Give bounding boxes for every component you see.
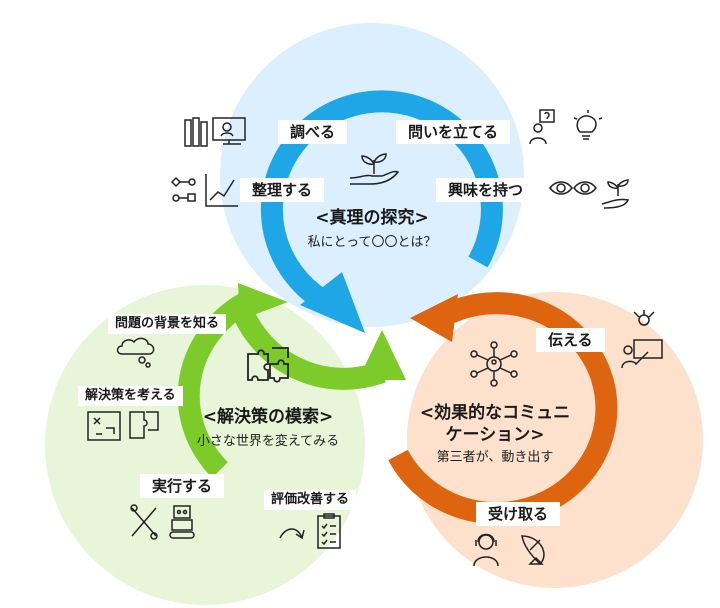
checklist-icon (279, 513, 341, 549)
eyes-plant-icon (549, 179, 629, 209)
plan-map-icon (87, 411, 159, 441)
communication-title-line1: <効果的なコミュニ (419, 403, 571, 423)
step-ask-question: 問いを立てる (396, 120, 511, 144)
thought-cloud-icon (116, 337, 155, 368)
puzzle-icon (247, 347, 289, 383)
step-evaluate-improve: 評価改善する (264, 490, 357, 510)
sprout-hand-icon (349, 153, 400, 185)
step-investigate: 調べる (278, 120, 348, 144)
step-know-background: 問題の背景を知る (108, 314, 227, 334)
flowchart-graph-icon (170, 174, 238, 207)
presentation-icon (621, 310, 663, 369)
step-execute: 実行する (140, 474, 225, 498)
tools-robot-icon (130, 504, 195, 540)
truth-circle (220, 23, 524, 327)
truth-subtitle: 私にとって〇〇とは？ (307, 235, 437, 250)
truth-title: <真理の探究> (315, 208, 429, 228)
solution-title: <解決策の模索> (202, 407, 334, 427)
books-computer-icon (184, 117, 246, 147)
step-take-interest: 興味を持つ (436, 178, 536, 202)
step-organize: 整理する (240, 178, 325, 202)
headset-satellite-icon (473, 533, 545, 567)
communication-title-line2: ケーション> (445, 425, 545, 445)
solution-subtitle: 小さな世界を変えてみる (196, 434, 340, 449)
step-receive: 受け取る (476, 502, 561, 526)
communication-subtitle: 第三者が、動き出す (436, 450, 554, 465)
step-think-solution: 解決策を考える (78, 386, 183, 406)
orange-cycle-arrow (388, 292, 618, 525)
step-convey: 伝える (536, 328, 605, 352)
network-people-icon (470, 341, 518, 387)
question-bulb-icon (529, 109, 602, 145)
